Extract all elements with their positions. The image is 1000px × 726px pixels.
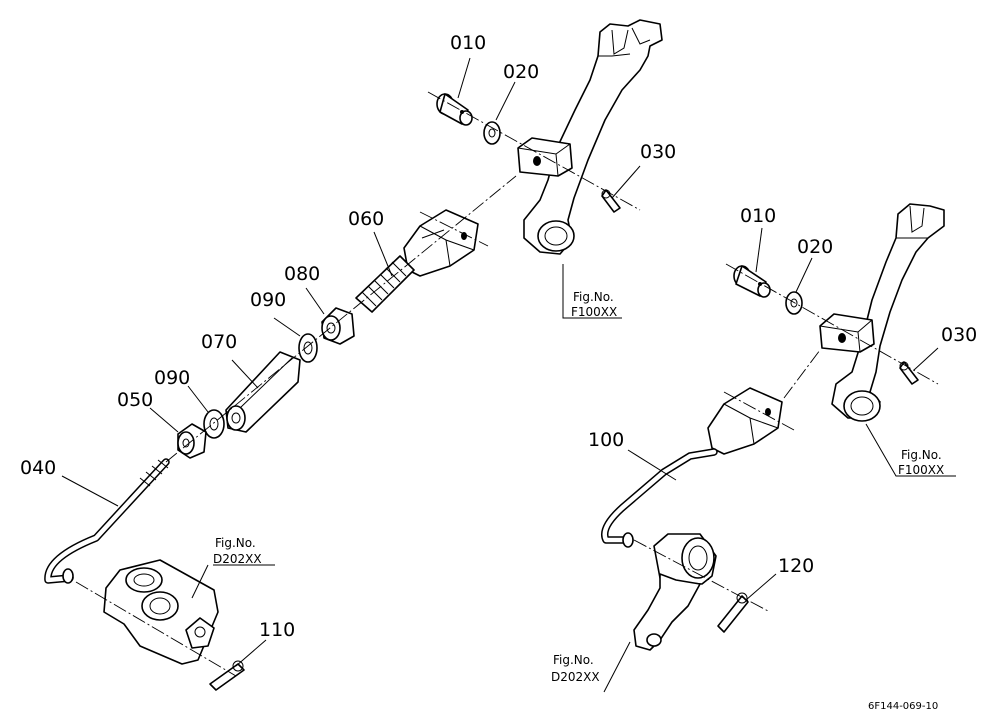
clevis-pin-010-left [436,93,473,126]
label-120: 120 [778,555,814,577]
axis-line-rod-left [165,175,517,463]
lever-arm-upper-left [523,19,663,255]
figure-references: Fig.No. F100XX Fig.No. D202XX Fig.No. F1… [213,290,944,684]
drawing-code: 6F144-069-10 [868,701,938,712]
label-030-left: 030 [640,141,676,163]
cotter-pin-030-right [899,361,919,385]
label-050: 050 [117,389,153,411]
axis-line-rod-right [783,349,821,399]
pivot-bracket-left [103,559,219,665]
label-040: 040 [20,457,56,479]
cotter-pin-120 [717,592,749,633]
cotter-pin-110 [209,660,245,691]
label-090-lower: 090 [154,367,190,389]
label-020-right: 020 [797,236,833,258]
clevis-060 [355,209,479,313]
rod-100 [601,448,718,548]
label-010-left: 010 [450,32,486,54]
figref-1-line1: Fig.No. [573,290,614,304]
figref-4-line2: D202XX [551,670,600,684]
rod-040 [44,458,170,584]
label-080: 080 [284,263,320,285]
clevis-rod-100 [707,387,783,455]
part-number-labels: 010 020 030 060 080 090 070 090 050 040 … [20,32,977,641]
figref-2-line2: D202XX [213,552,262,566]
label-010-right: 010 [740,205,776,227]
nut-080 [321,307,355,345]
label-110: 110 [259,619,295,641]
lever-arm-upper-right [831,203,945,422]
leader-lines [61,57,956,693]
sleeve-070 [225,351,301,433]
axis-line-bracket-right [633,539,771,613]
label-090-upper: 090 [250,289,286,311]
axis-line-clevis-left [419,211,489,247]
label-100: 100 [588,429,624,451]
cotter-pin-030-left [601,189,621,213]
figref-1-line2: F100XX [571,305,617,319]
label-070: 070 [201,331,237,353]
figref-3-line1: Fig.No. [901,448,942,462]
pivot-bracket-right [633,533,717,651]
figref-4-line1: Fig.No. [553,653,594,667]
axis-line-bracket-left [75,581,237,677]
axis-line-pin-right [725,263,939,385]
label-030-right: 030 [941,324,977,346]
washer-020-left [483,121,501,145]
figref-3-line2: F100XX [898,463,944,477]
axis-line-pin-left [427,91,641,211]
washer-090-lower [203,409,225,439]
axis-line-clevis-right [723,391,795,431]
clevis-pin-010-right [733,265,771,298]
washer-090-upper [298,333,318,363]
label-020-left: 020 [503,61,539,83]
label-060: 060 [348,208,384,230]
figref-2-line1: Fig.No. [215,536,256,550]
